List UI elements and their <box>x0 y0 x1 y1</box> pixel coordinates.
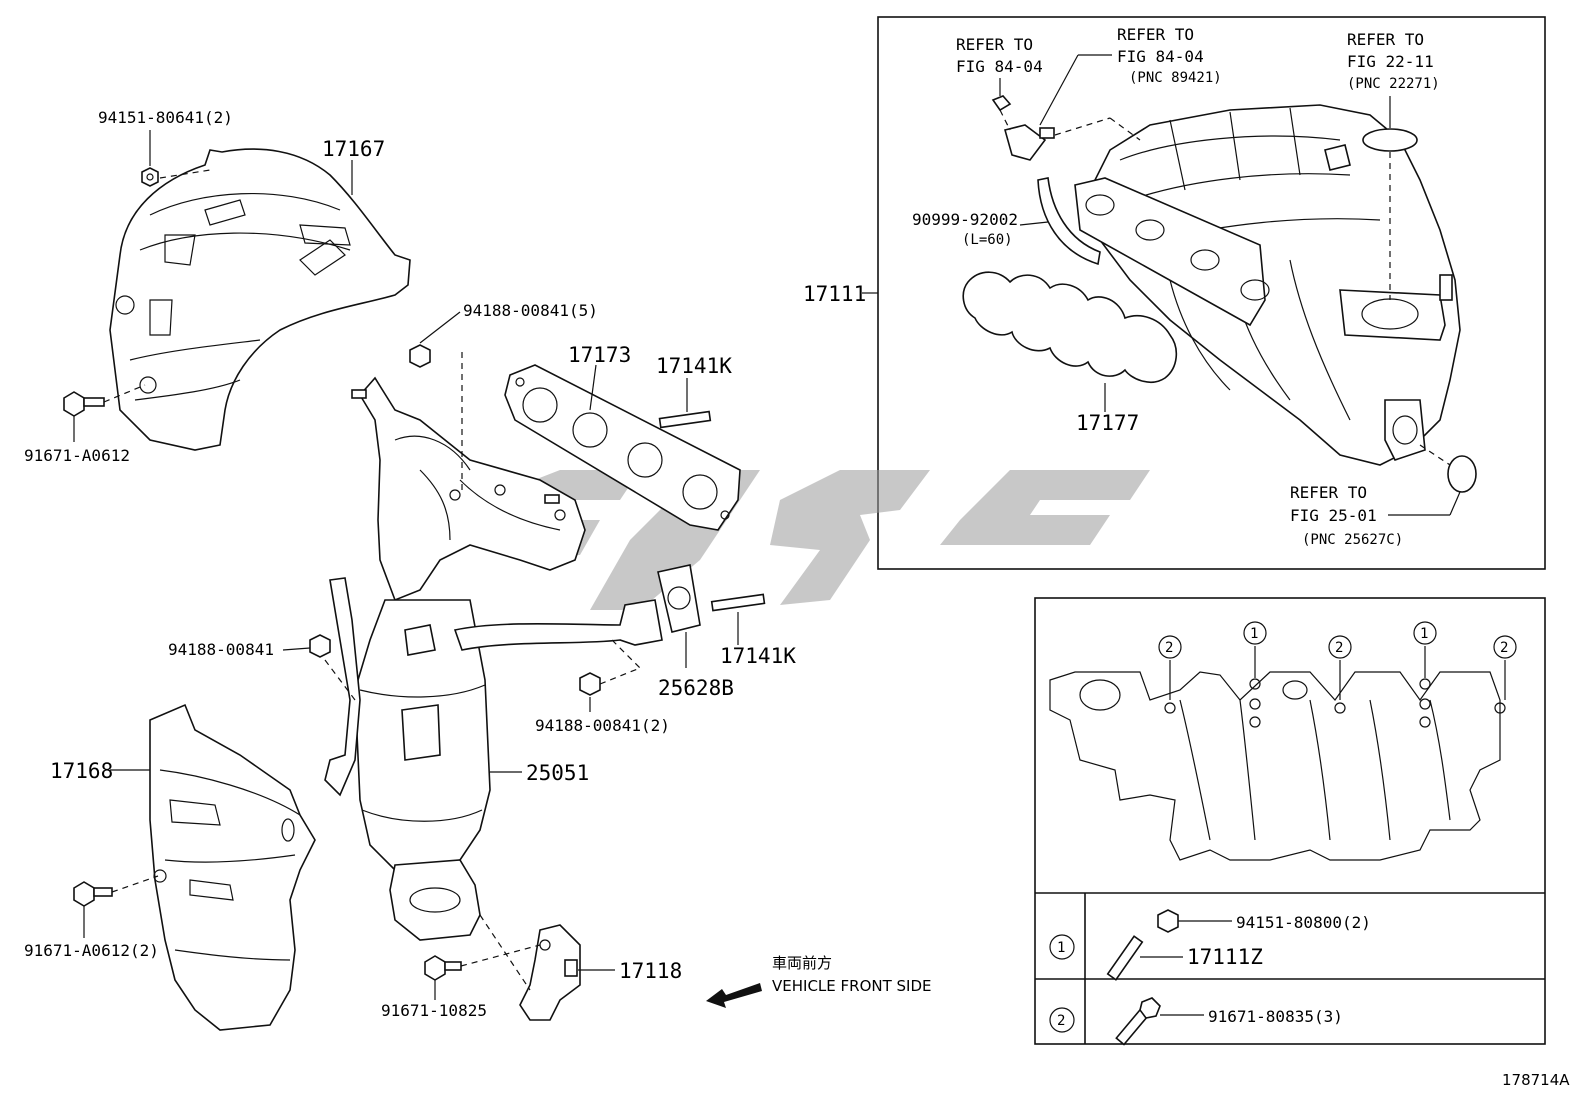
exhaust-pipe-gasket <box>657 564 701 633</box>
bolt-icon <box>73 881 113 907</box>
legend-row-1-marker: 1 <box>1057 940 1065 956</box>
nut-icon <box>309 634 331 658</box>
sensor-icon <box>991 95 1055 161</box>
part-label-17111Z: 17111Z <box>1187 945 1263 969</box>
intake-manifold-gasket <box>962 271 1178 383</box>
intake-manifold <box>1074 104 1461 466</box>
bolt-icon <box>63 391 105 417</box>
location-marker-2: 2 <box>1158 635 1182 700</box>
exhaust-manifold-gasket <box>504 364 741 531</box>
part-label-17111: 17111 <box>803 282 866 306</box>
intake-manifold-bolt-locations <box>1049 671 1506 861</box>
refer-label-fig-25-01-line2: FIG 25-01 <box>1290 506 1377 525</box>
part-label-91671-A0612-2: 91671-A0612(2) <box>24 941 159 960</box>
legend-row-2: 2 91671-80835(3) <box>1049 997 1343 1046</box>
part-label-94151-80800: 94151-80800(2) <box>1236 913 1371 932</box>
bolt-icon <box>1115 997 1161 1046</box>
o-ring-port <box>1447 455 1477 493</box>
part-label-90999-92002: 90999-92002 <box>912 210 1018 229</box>
exhaust-bracket <box>519 924 581 1021</box>
direction-english: VEHICLE FRONT SIDE <box>772 977 932 995</box>
part-label-17118: 17118 <box>619 959 682 983</box>
svg-text:2: 2 <box>1500 640 1508 656</box>
part-label-91671-80835: 91671-80835(3) <box>1208 1007 1343 1026</box>
part-label-94188-00841: 94188-00841 <box>168 640 274 659</box>
heat-insulator-upper <box>109 148 411 451</box>
location-marker-1: 1 <box>1243 621 1267 678</box>
location-marker-2: 2 <box>1493 635 1517 700</box>
legend-row-2-marker: 2 <box>1057 1013 1065 1029</box>
vehicle-front-arrow-icon <box>706 983 762 1008</box>
part-label-94188-00841-2: 94188-00841(2) <box>535 716 670 735</box>
bolt-icon <box>424 955 462 981</box>
refer-label-fig-22-11-line2: FIG 22-11 <box>1347 52 1434 71</box>
svg-text:2: 2 <box>1335 640 1343 656</box>
location-marker-1: 1 <box>1413 621 1437 678</box>
refer-label-fig-84-04-a-line2: FIG 84-04 <box>956 57 1043 76</box>
heat-insulator-lower <box>149 703 316 1031</box>
svg-text:2: 2 <box>1165 640 1173 656</box>
stud-icon <box>1106 935 1144 981</box>
refer-label-fig-84-04-b-line2: FIG 84-04 <box>1117 47 1204 66</box>
part-label-94188-00841-5: 94188-00841(5) <box>463 301 598 320</box>
part-label-17167: 17167 <box>322 137 385 161</box>
nut-icon <box>141 167 159 187</box>
refer-label-fig-22-11-line1: REFER TO <box>1347 30 1424 49</box>
figure-id: 178714A <box>1502 1071 1570 1089</box>
part-label-91671-10825: 91671-10825 <box>381 1001 487 1020</box>
part-label-25628B: 25628B <box>658 676 734 700</box>
vacuum-hose <box>1037 177 1101 266</box>
svg-text:1: 1 <box>1250 626 1258 642</box>
bolt-location-legend <box>1034 597 1546 1045</box>
o-ring-throttle <box>1362 128 1418 152</box>
part-label-94151-80641: 94151-80641(2) <box>98 108 233 127</box>
part-label-17168: 17168 <box>50 759 113 783</box>
refer-label-fig-25-01-line1: REFER TO <box>1290 483 1367 502</box>
part-label-17173: 17173 <box>568 343 631 367</box>
svg-text:1: 1 <box>1420 626 1428 642</box>
refer-label-pnc-89421: (PNC 89421) <box>1129 70 1222 86</box>
refer-label-pnc-22271: (PNC 22271) <box>1347 76 1440 92</box>
nut-icon <box>1157 909 1179 933</box>
exhaust-manifold-converter <box>324 376 663 941</box>
part-label-17141K-upper: 17141K <box>656 354 732 378</box>
nut-icon <box>409 344 431 368</box>
refer-label-pnc-25627c: (PNC 25627C) <box>1302 532 1403 548</box>
nut-icon <box>579 672 601 696</box>
stud-icon <box>658 410 712 429</box>
legend-row-1: 1 94151-80800(2) 17111Z <box>1049 909 1371 981</box>
part-label-17141K-lower: 17141K <box>720 644 796 668</box>
part-label-91671-A0612: 91671-A0612 <box>24 446 130 465</box>
part-label-hose-length: (L=60) <box>962 232 1013 248</box>
direction-japanese: 車両前方 <box>772 954 832 972</box>
refer-label-fig-84-04-a-line1: REFER TO <box>956 35 1033 54</box>
stud-icon <box>710 593 766 612</box>
refer-label-fig-84-04-b-line1: REFER TO <box>1117 25 1194 44</box>
part-label-17177: 17177 <box>1076 411 1139 435</box>
location-marker-2: 2 <box>1328 635 1352 700</box>
part-label-25051: 25051 <box>526 761 589 785</box>
